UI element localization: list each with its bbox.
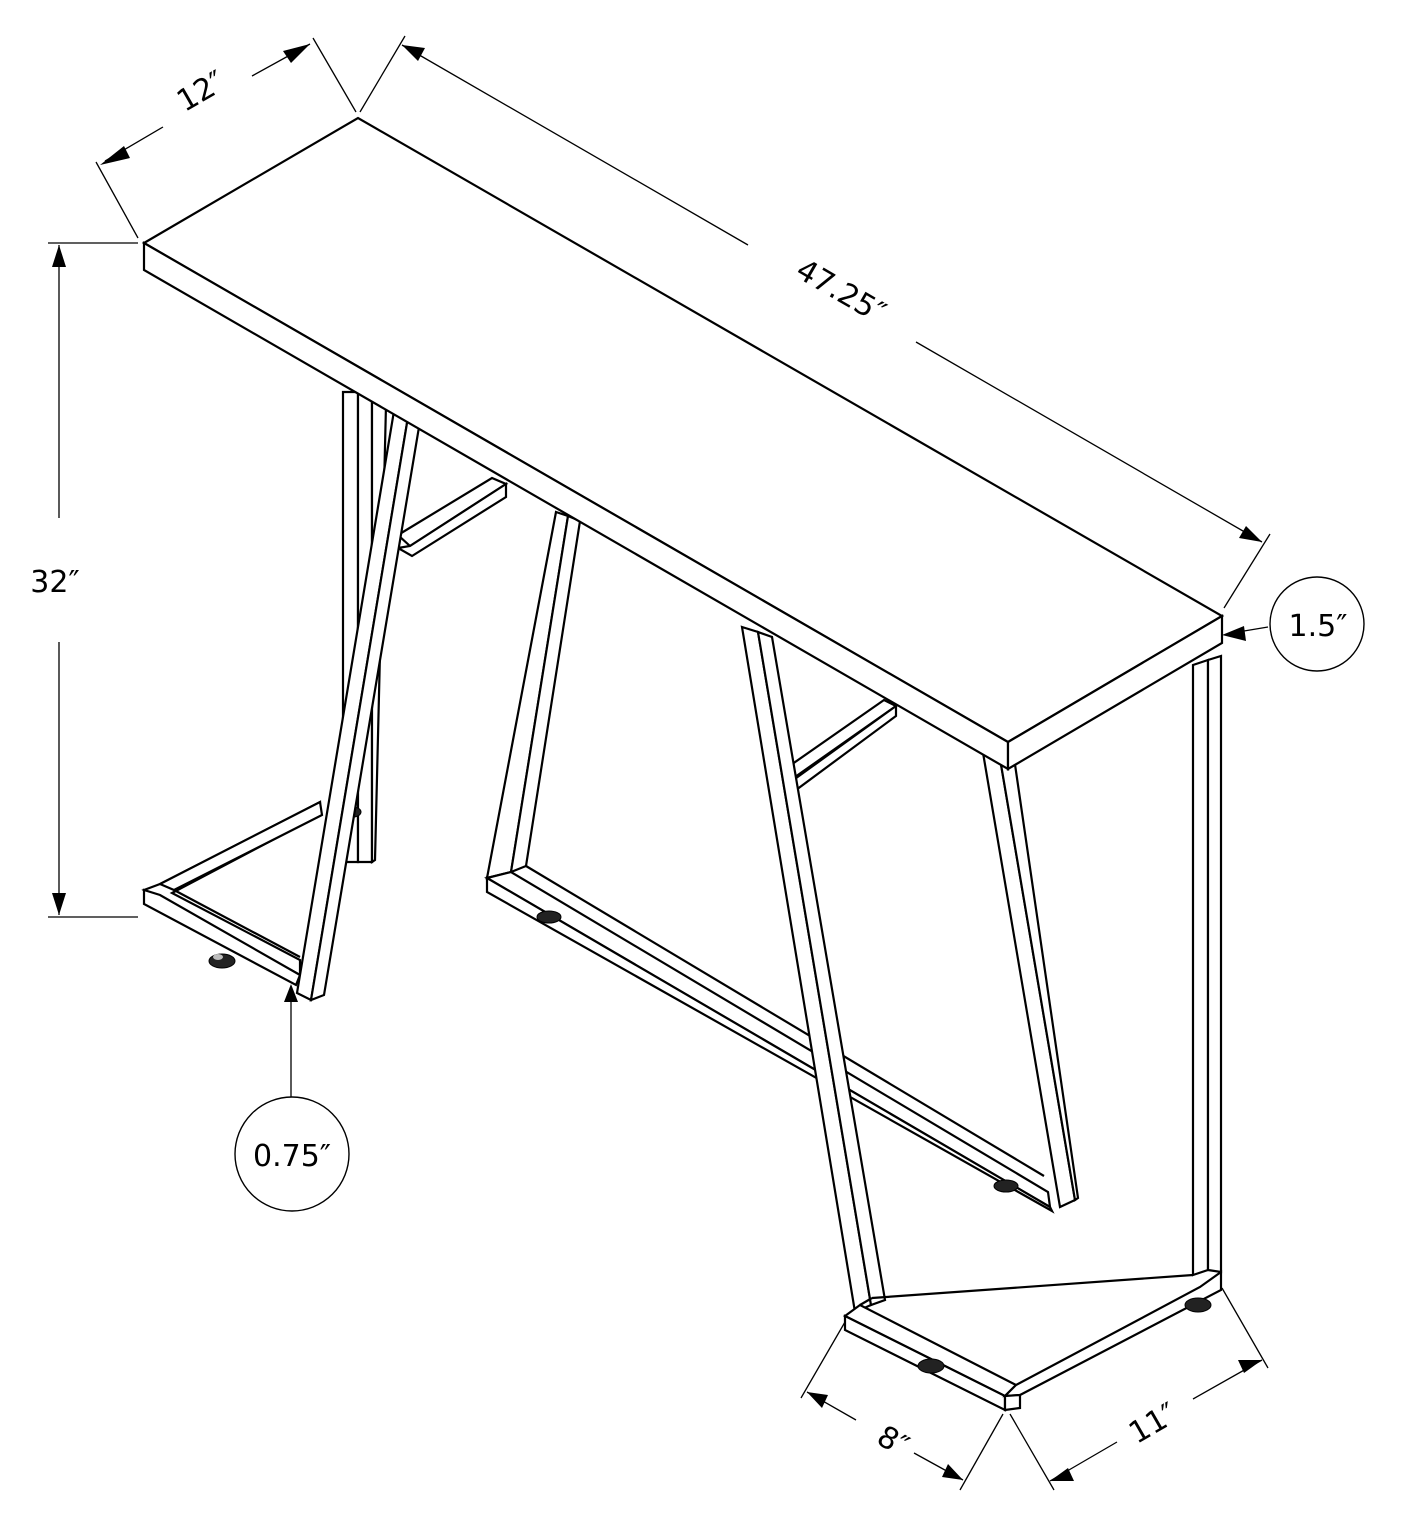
dimension-height: 32″ <box>30 242 138 918</box>
callout-top-thickness: 1.5″ <box>1222 576 1365 672</box>
table-top <box>141 116 1225 771</box>
depth-label: 12″ <box>171 64 231 119</box>
right-leg-frame <box>740 625 1223 1412</box>
callout-tube-thickness: 0.75″ <box>234 984 350 1212</box>
width-label: 47.25″ <box>790 252 892 331</box>
middle-leg-frame <box>484 510 1080 1214</box>
top-thickness-label: 1.5″ <box>1289 609 1348 644</box>
base-left-label: 8″ <box>871 1419 915 1464</box>
left-base-frame <box>141 800 324 987</box>
tube-thickness-label: 0.75″ <box>253 1139 331 1174</box>
height-label: 32″ <box>30 565 79 600</box>
base-right-label: 11″ <box>1123 1396 1183 1451</box>
